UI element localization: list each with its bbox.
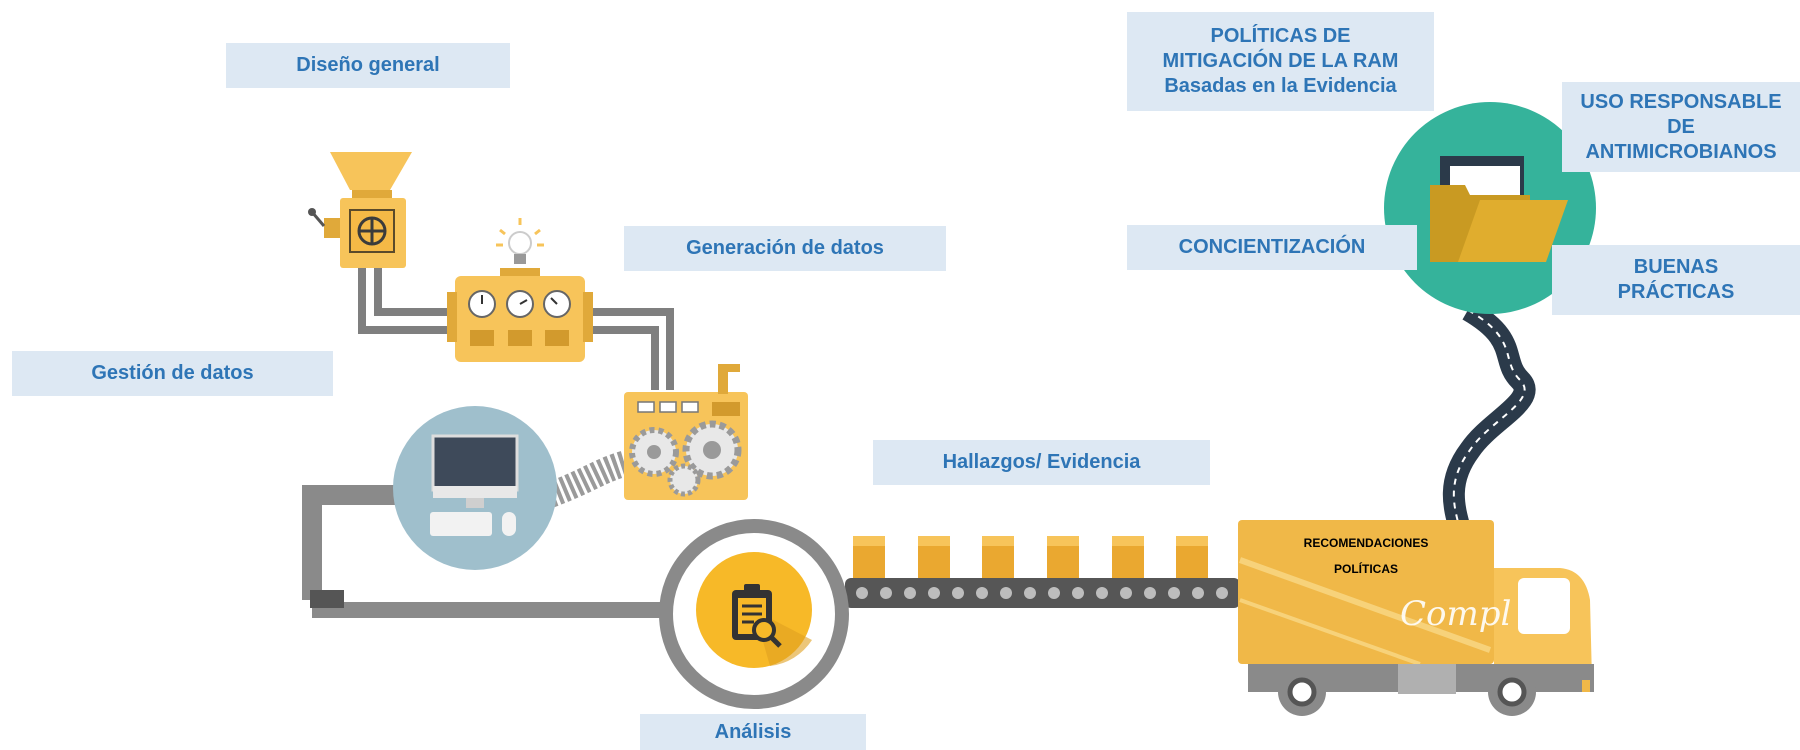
truck-line-1: RECOMENDACIONES: [1303, 536, 1429, 550]
gears-icon: [624, 364, 748, 500]
label-hallazgos-evidencia: Hallazgos/ Evidencia: [873, 440, 1210, 485]
label-analisis: Análisis: [640, 714, 866, 750]
computer-icon: [393, 406, 557, 570]
pipe-joint: [310, 590, 344, 608]
evidence-boxes: [853, 536, 1208, 578]
conveyor-belt: [845, 578, 1240, 608]
buenas-line-2: PRÁCTICAS: [1617, 281, 1735, 303]
label-gestion-datos: Gestión de datos: [12, 351, 333, 396]
folder-icon: [1384, 102, 1596, 314]
label-generacion-datos: Generación de datos: [624, 226, 946, 271]
gauges-icon: [447, 276, 593, 362]
truck-line-2: POLÍTICAS: [1333, 562, 1398, 576]
truck-script: Compl: [1400, 594, 1511, 634]
label-uso-responsable: USO RESPONSABLE DE ANTIMICROBIANOS: [1562, 82, 1800, 172]
politicas-line-3: Basadas en la Evidencia: [1164, 75, 1397, 97]
politicas-line-1: POLÍTICAS DE: [1210, 25, 1351, 47]
uso-line-3: ANTIMICROBIANOS: [1585, 140, 1777, 163]
politicas-line-2: MITIGACIÓN DE LA RAM: [1162, 50, 1399, 72]
hopper-icon: [308, 152, 412, 268]
uso-line-2: DE: [1667, 115, 1695, 138]
truck-icon: Compl: [1238, 520, 1594, 716]
ribbed-hose: [545, 449, 634, 508]
buenas-line-1: BUENAS: [1633, 256, 1719, 278]
computer-cable: [302, 485, 400, 600]
uso-line-1: USO RESPONSABLE: [1580, 90, 1782, 113]
label-buenas-practicas: BUENAS PRÁCTICAS: [1552, 245, 1800, 315]
label-diseno-general: Diseño general: [226, 43, 510, 88]
label-concientizacion: CONCIENTIZACIÓN: [1127, 225, 1417, 270]
label-politicas-mitigacion: POLÍTICAS DE MITIGACIÓN DE LA RAM Basada…: [1127, 12, 1434, 111]
clipboard-search-icon: [659, 519, 849, 709]
truck-label: RECOMENDACIONES POLÍTICAS: [1238, 536, 1494, 576]
lightbulb-icon: [496, 218, 544, 276]
connector-pipes: [358, 265, 674, 390]
road: [1442, 300, 1536, 553]
